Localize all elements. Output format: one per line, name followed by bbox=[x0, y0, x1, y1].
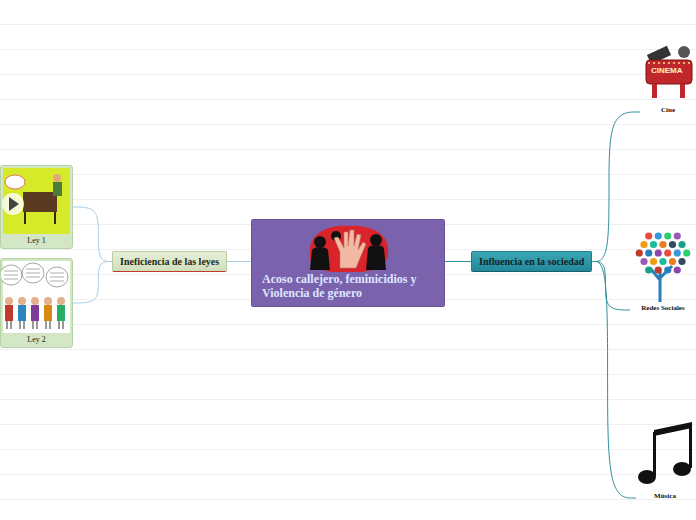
image-node: Redes Sociales bbox=[630, 228, 696, 313]
illustration bbox=[636, 420, 694, 492]
node-text: Música bbox=[636, 492, 694, 501]
central-topic: Acoso callejero, feminicidios y Violenci… bbox=[251, 219, 445, 307]
node-text: Acoso callejero, feminicidios y Violenci… bbox=[252, 272, 444, 306]
node-text: Cine bbox=[640, 106, 696, 115]
image-node: Cine bbox=[640, 42, 696, 115]
main-topic: Ineficiencia de las leyes bbox=[112, 251, 227, 272]
node-text: Ineficiencia de las leyes bbox=[120, 255, 219, 268]
branch-line bbox=[592, 112, 640, 262]
branch-line bbox=[227, 261, 251, 262]
illustration bbox=[252, 220, 444, 272]
branch-line bbox=[73, 262, 112, 304]
branch-line bbox=[445, 261, 471, 262]
branch-line bbox=[592, 262, 636, 499]
node-text: Ley 2 bbox=[1, 335, 72, 345]
sign-text: CINEMA bbox=[651, 66, 683, 75]
node-text: Influencia en la sociedad bbox=[479, 255, 584, 268]
image-node: Ley 1 bbox=[0, 165, 73, 249]
illustration bbox=[1, 166, 72, 236]
branch-line bbox=[592, 262, 630, 311]
node-text: Ley 1 bbox=[1, 236, 72, 246]
illustration bbox=[630, 228, 696, 304]
main-topic: Influencia en la sociedad bbox=[471, 251, 592, 272]
node-text: Redes Sociales bbox=[630, 304, 696, 313]
image-node: Música bbox=[636, 420, 694, 501]
illustration bbox=[1, 259, 72, 335]
image-node: Ley 2 bbox=[0, 258, 73, 348]
branch-line bbox=[73, 207, 112, 262]
